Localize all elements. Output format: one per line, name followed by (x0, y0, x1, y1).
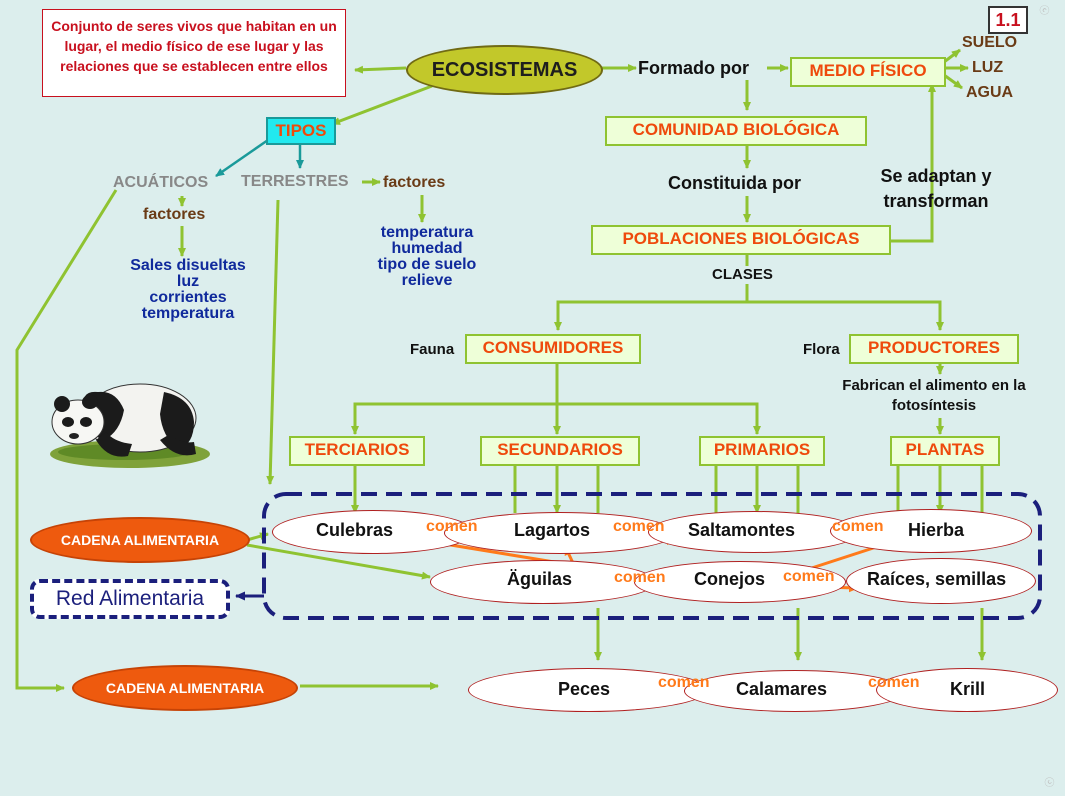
raices-oval (846, 558, 1036, 604)
lagartos-node: Lagartos (514, 520, 591, 540)
secundarios-box: SECUNDARIOS (480, 436, 640, 466)
poblaciones-biologicas-box: POBLACIONES BIOLÓGICAS (591, 225, 891, 255)
se-adaptan-label: Se adaptan y transforman (880, 166, 992, 211)
ecosystem-definition: Conjunto de seres vivos que habitan en u… (42, 9, 346, 97)
terciarios-box: TERCIARIOS (289, 436, 425, 466)
factor-item: humedad (391, 240, 463, 257)
luz-label: LUZ (972, 59, 1004, 76)
comen-label: comen (868, 674, 920, 691)
peces-oval (468, 668, 708, 712)
panda-illustration (50, 383, 210, 468)
saltamontes-oval (648, 511, 860, 553)
ecosistemas-node: ECOSISTEMAS (406, 45, 603, 95)
terrestres-factor-list: temperatura humedad tipo de suelo reliev… (354, 225, 500, 289)
fauna-label: Fauna (410, 341, 455, 358)
tipos-box: TIPOS (266, 117, 336, 145)
comen-label: comen (783, 568, 835, 585)
fotosintesis-label: Fabrican el alimento en la fotosíntesis (842, 377, 1026, 414)
calamares-node: Calamares (736, 679, 828, 699)
aguilas-oval (430, 560, 656, 604)
acuaticos-factor-list: Sales disueltas luz corrientes temperatu… (112, 258, 264, 322)
peces-node: Peces (558, 679, 611, 699)
krill-node: Krill (950, 679, 986, 699)
terrestres-label: TERRESTRES (241, 173, 349, 190)
comen-label: comen (658, 674, 710, 691)
krill-oval (876, 668, 1058, 712)
agua-label: AGUA (966, 84, 1014, 101)
culebras-node: Culebras (316, 520, 394, 540)
clases-label: CLASES (712, 266, 773, 283)
factor-item: luz (176, 273, 200, 290)
saltamontes-node: Saltamontes (688, 520, 796, 540)
factores-acuaticos-label: factores (143, 206, 206, 223)
primarios-box: PRIMARIOS (699, 436, 825, 466)
hierba-oval (830, 509, 1032, 553)
raices-semillas-node: Raíces, semillas (867, 569, 1007, 589)
cadena-alimentaria-terrestre: CADENA ALIMENTARIA (30, 517, 250, 563)
consumidores-box: CONSUMIDORES (465, 334, 641, 364)
formado-por-label: Formado por (638, 58, 749, 78)
productores-box: PRODUCTORES (849, 334, 1019, 364)
hierba-node: Hierba (908, 520, 965, 540)
culebras-oval (272, 510, 474, 554)
cadena-alimentaria-acuatica: CADENA ALIMENTARIA (72, 665, 298, 711)
comen-label: comen (426, 518, 478, 535)
comen-label: comen (614, 569, 666, 586)
aguilas-node: Äguilas (507, 569, 573, 589)
conejos-oval (634, 561, 846, 603)
factor-item: corrientes (149, 289, 227, 306)
factor-item: Sales disueltas (130, 257, 246, 274)
acuaticos-label: ACUÁTICOS (113, 174, 209, 191)
factores-terrestres-label: factores (383, 174, 446, 191)
plantas-box: PLANTAS (890, 436, 1000, 466)
comen-label: comen (613, 518, 665, 535)
flora-label: Flora (803, 341, 840, 358)
conejos-node: Conejos (694, 569, 766, 589)
suelo-label: SUELO (962, 34, 1018, 51)
comen-label: comen (832, 518, 884, 535)
constituida-por-label: Constituida por (668, 173, 801, 193)
page-number-badge: 1.1 (988, 6, 1028, 34)
red-alimentaria-box: Red Alimentaria (30, 579, 230, 619)
factor-item: temperatura (380, 224, 474, 241)
factor-item: tipo de suelo (377, 256, 477, 273)
medio-fisico-box: MEDIO FÍSICO (790, 57, 946, 87)
comunidad-biologica-box: COMUNIDAD BIOLÓGICA (605, 116, 867, 146)
factor-item: temperatura (141, 305, 235, 322)
calamares-oval (684, 670, 906, 712)
lagartos-oval (444, 512, 676, 554)
factor-item: relieve (401, 272, 453, 289)
